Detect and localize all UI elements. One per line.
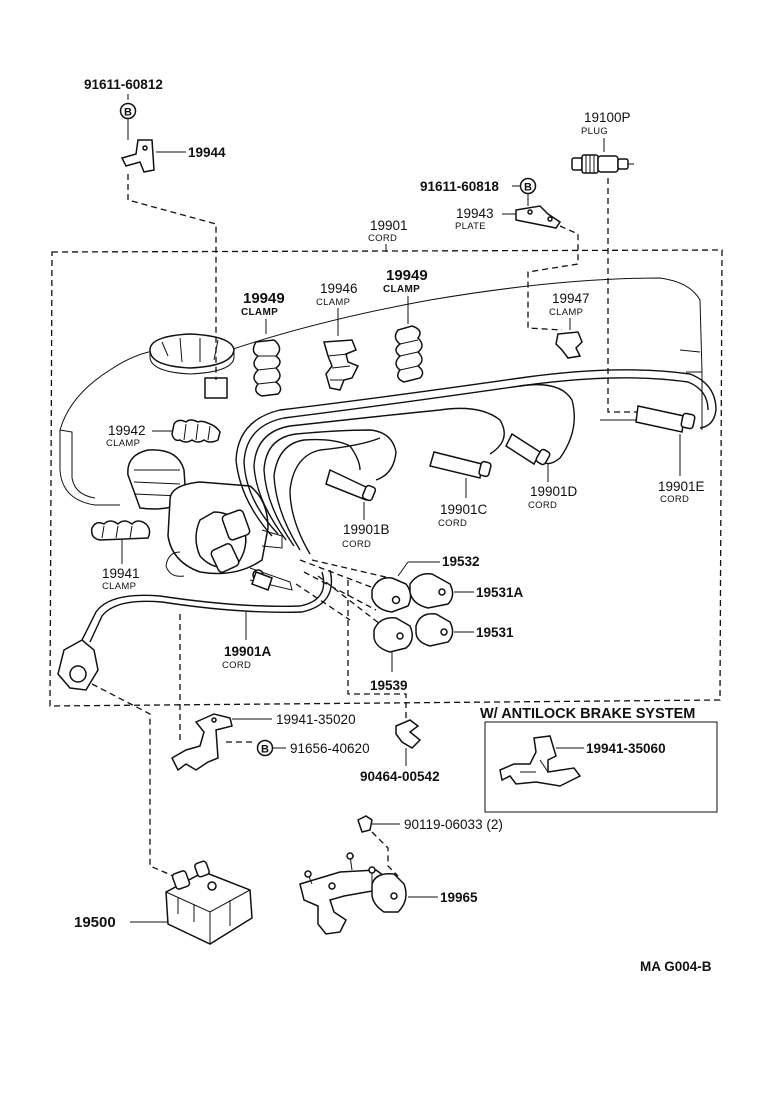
part-19531[interactable] [415,613,454,647]
label-19901: 19901 [370,218,408,233]
label-19946: 19946 [320,281,358,296]
label-19965: 19965 [440,890,478,905]
part-19532[interactable] [371,577,412,613]
label-19941-35020: 19941-35020 [276,712,356,727]
svg-text:B: B [124,107,132,119]
label-19949-right: 19949 [386,267,428,284]
mount-block [204,377,228,399]
screw-90119[interactable] [357,815,380,833]
label-clamp-mid: CLAMP [316,297,350,308]
svg-text:B: B [261,744,269,756]
label-91656-40620: 91656-40620 [290,741,370,756]
bracket-19941-35020[interactable] [171,713,233,772]
clamp-19947[interactable] [555,331,583,359]
label-cord-d: CORD [528,500,557,511]
label-90119-06033: 90119-06033 (2) [404,817,503,832]
figure-code: MA G004-B [640,959,712,974]
label-clamp-19942: CLAMP [106,438,140,449]
boot-19901d[interactable] [505,432,551,466]
clamp-19949-right[interactable] [394,325,424,383]
label-19947: 19947 [552,291,590,306]
part-19531a[interactable] [409,572,454,609]
clamp-19942[interactable] [171,419,221,443]
label-clamp-right: CLAMP [383,284,420,295]
label-19901c: 19901C [440,502,488,517]
abs-title: W/ ANTILOCK BRAKE SYSTEM [480,706,695,722]
label-19539: 19539 [370,678,408,693]
bracket-19965[interactable] [299,852,407,935]
label-19901e: 19901E [658,479,705,494]
circle-b-icon-3: B [256,739,274,757]
circle-b-icon: B [119,102,137,120]
label-plate: PLATE [455,221,486,232]
label-bolt-plate: 91611-60818 [420,179,499,194]
label-19941-35060: 19941-35060 [586,741,666,756]
label-19901a: 19901A [224,644,272,659]
boot-19901c[interactable] [429,451,492,479]
label-19949-left: 19949 [243,290,285,307]
label-cord-e: CORD [660,494,689,505]
label-19901d: 19901D [530,484,578,499]
oil-cap [149,333,235,375]
label-90464-00542: 90464-00542 [360,769,440,784]
label-19941: 19941 [102,566,140,581]
bracket-19941-35060[interactable] [499,735,582,787]
label-19531: 19531 [476,625,514,640]
label-cord-c: CORD [438,518,467,529]
label-19531a: 19531A [476,585,524,600]
label-19943: 19943 [456,206,494,221]
label-clamp-small: CLAMP [549,307,583,318]
abs-inset [484,721,718,813]
circle-b-icon-2: B [519,177,537,195]
label-clamp-19941: CLAMP [102,581,136,592]
boot-19901b[interactable] [325,468,377,502]
clamp-19949-left[interactable] [252,339,282,397]
distributor [127,449,293,591]
label-19532: 19532 [442,554,480,569]
label-cord-main: CORD [368,233,397,244]
part-19539[interactable] [373,617,413,653]
cord-bundle [235,369,717,555]
bracket-19944[interactable] [120,139,155,173]
ignition-coil-19500[interactable] [165,860,253,945]
clip-90464[interactable] [395,719,422,749]
cord-19901a[interactable] [57,569,333,691]
spark-plug[interactable] [571,154,634,174]
label-19901b: 19901B [343,522,390,537]
assembly-boundary [49,249,723,707]
clamp-19946[interactable] [323,339,360,391]
label-cord-b: CORD [342,539,371,550]
label-19500: 19500 [74,914,116,931]
engine-outline [59,277,703,506]
label-19942: 19942 [108,423,146,438]
plate-19943[interactable] [515,205,562,229]
label-clamp-left: CLAMP [241,307,278,318]
svg-text:B: B [524,182,532,194]
boot-19901e[interactable] [635,405,696,433]
label-plug: PLUG [581,126,608,137]
label-19100p: 19100P [584,110,631,125]
clamp-19941[interactable] [90,520,151,541]
label-19944: 19944 [188,145,226,160]
label-cord-a: CORD [222,660,251,671]
label-bolt-top: 91611-60812 [84,77,163,92]
